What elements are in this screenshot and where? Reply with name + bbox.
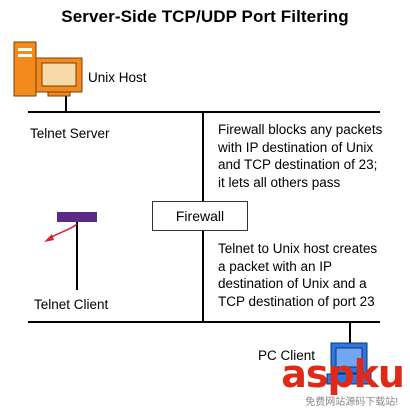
watermark-subtitle: 免费网站源码下载站! — [305, 397, 398, 408]
watermark-logo: aspku — [281, 352, 405, 396]
firewall-box: Firewall — [152, 201, 248, 231]
firewall-label: Firewall — [175, 208, 225, 224]
unix-host-icon — [13, 41, 83, 97]
unix-host-label: Unix Host — [88, 70, 147, 85]
firewall-rule-note: Firewall blocks any packets with IP dest… — [218, 122, 383, 190]
telnet-packet-note: Telnet to Unix host creates a packet wit… — [218, 241, 378, 309]
telnet-server-label: Telnet Server — [30, 126, 110, 141]
telnet-client-label: Telnet Client — [34, 297, 109, 312]
diagram-title: Server-Side TCP/UDP Port Filtering — [61, 7, 349, 26]
pc-client-label: PC Client — [258, 348, 316, 363]
telnet-client-icon — [44, 212, 97, 242]
pc-client-icon — [326, 342, 372, 385]
